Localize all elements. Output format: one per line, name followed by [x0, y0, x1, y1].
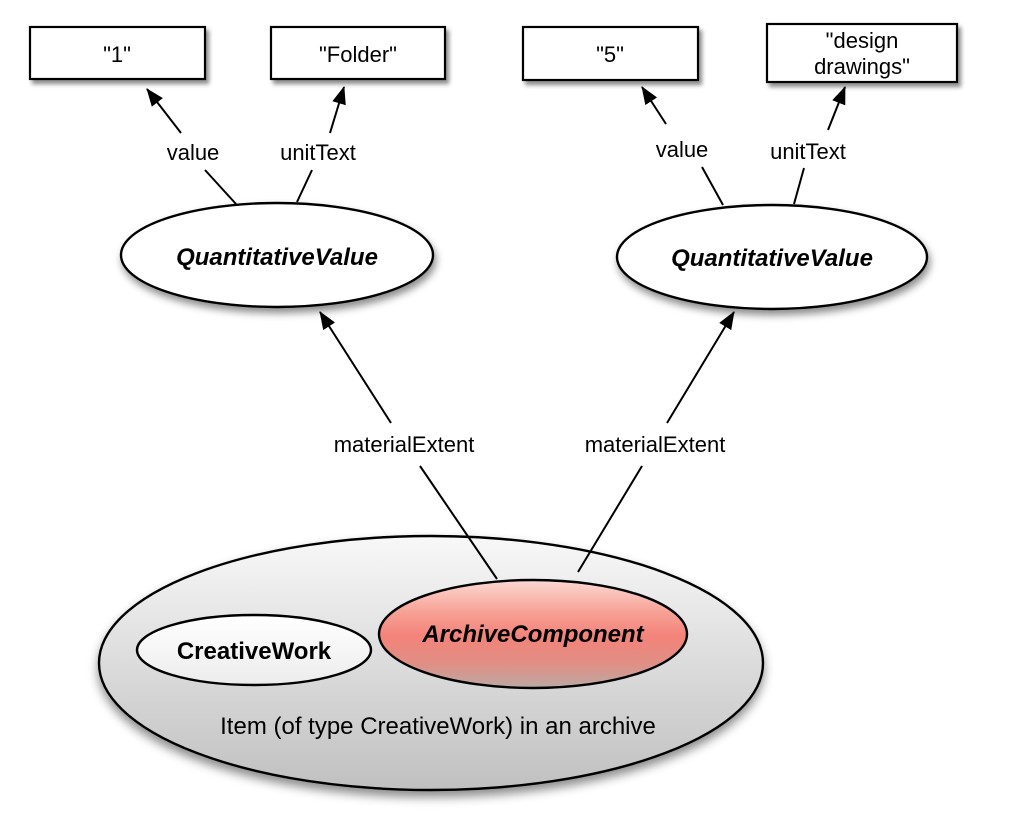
quantitative-value-right-label: QuantitativeValue: [671, 245, 873, 272]
creative-work-label: CreativeWork: [177, 638, 332, 665]
value-left-arrow: [146, 88, 182, 134]
material-extent-left-label: materialExtent: [334, 432, 475, 457]
value-left-edge-lower: [204, 169, 237, 205]
archive-component-ellipse: [377, 578, 689, 690]
value-right-arrow: [641, 86, 667, 125]
material-extent-left-arrow: [319, 311, 392, 424]
value-right-label: value: [656, 137, 709, 162]
literal-box-folder: [269, 25, 447, 81]
unittext-right-label: unitText: [770, 139, 846, 164]
quantitative-value-ellipse-right: [615, 203, 929, 311]
material-extent-right-edge-lower: [577, 465, 643, 573]
literal-1-label: "1": [103, 42, 131, 67]
quantitative-value-ellipse-left: [119, 201, 435, 309]
value-left-label: value: [167, 140, 220, 165]
literal-design-label-line1: "design: [826, 28, 899, 53]
quantitative-value-left-label: QuantitativeValue: [176, 244, 378, 271]
archive-component-label: ArchiveComponent: [421, 621, 644, 648]
literal-box-1: [28, 25, 207, 81]
material-extent-left-edge-lower: [419, 465, 498, 580]
unittext-right-arrow: [827, 86, 846, 131]
unittext-left-label: unitText: [280, 140, 356, 165]
unittext-left-edge-lower: [296, 169, 313, 203]
literal-5-label: "5": [596, 42, 624, 67]
value-right-edge-lower: [701, 166, 724, 206]
literal-box-design-drawings: [765, 22, 959, 84]
literal-folder-label: "Folder": [319, 42, 397, 67]
literal-box-5: [521, 25, 700, 82]
material-extent-right-label: materialExtent: [585, 432, 726, 457]
container-caption: Item (of type CreativeWork) in an archiv…: [220, 713, 656, 740]
material-extent-right-arrow: [666, 311, 735, 424]
literal-design-label-line2: drawings": [814, 54, 910, 79]
creative-work-ellipse: [135, 613, 373, 687]
unittext-left-arrow: [329, 86, 346, 134]
unittext-right-edge-lower: [793, 167, 805, 205]
